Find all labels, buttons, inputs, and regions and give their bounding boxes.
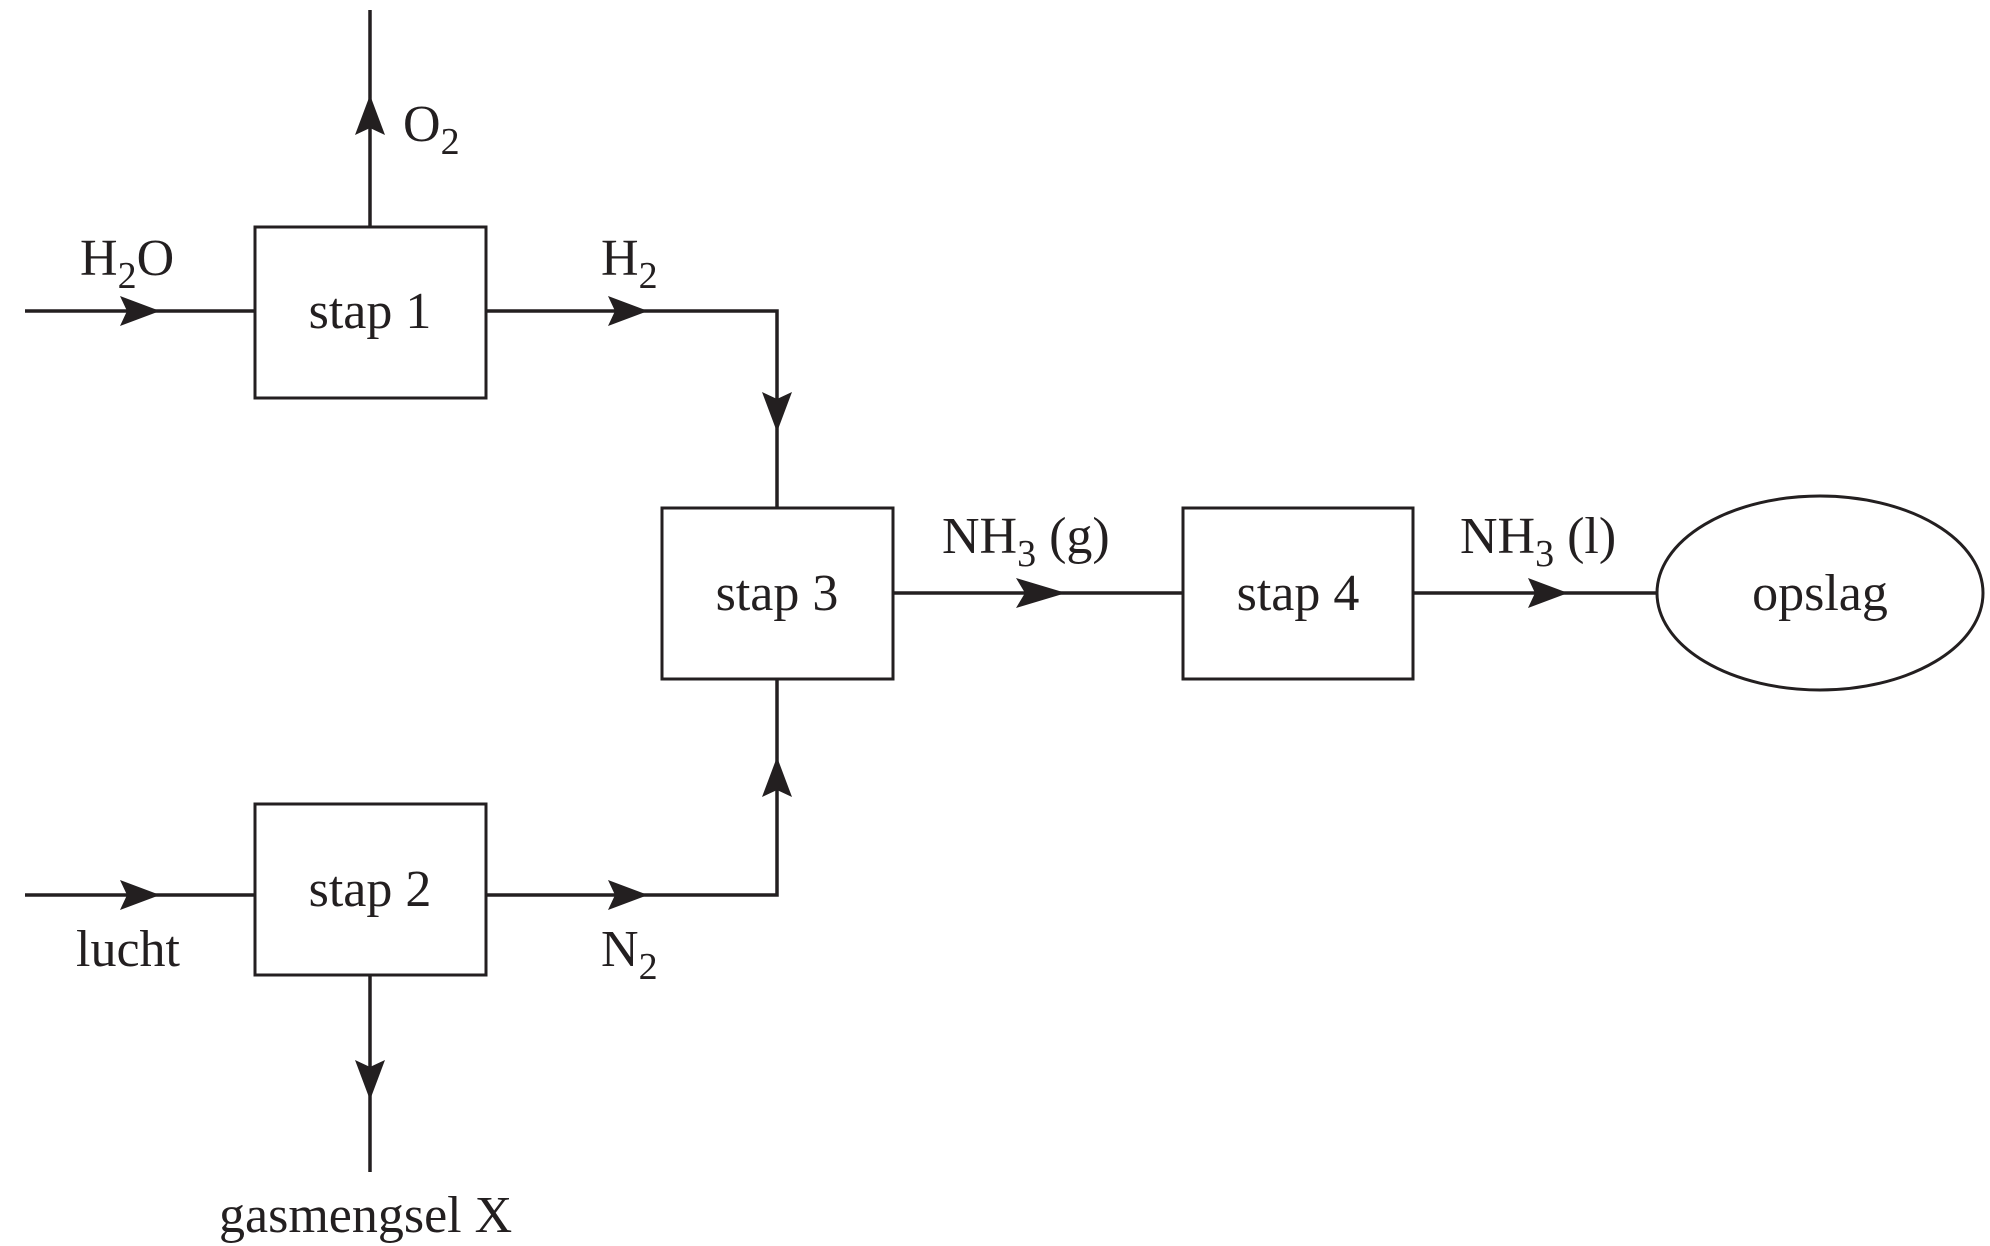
step-4-label: stap 4 — [1237, 565, 1360, 622]
ammonia-gas-label: NH3 (g) — [942, 508, 1110, 575]
oxygen-output-label: O2 — [403, 96, 460, 163]
step-1-label: stap 1 — [309, 283, 432, 340]
water-input-arrow-icon — [120, 296, 160, 326]
water-input-label: H2O — [80, 230, 174, 297]
air-input-label: lucht — [76, 921, 181, 978]
hydrogen-down-arrow-icon — [762, 392, 792, 432]
gas-mixture-output-arrow-icon — [355, 1060, 385, 1100]
hydrogen-line — [486, 309, 779, 508]
step-4-box: stap 4 — [1181, 506, 1415, 681]
ammonia-liquid-arrow-icon — [1528, 578, 1568, 608]
oxygen-output-arrow-icon — [355, 95, 385, 135]
storage-label: opslag — [1752, 565, 1888, 622]
nitrogen-arrow-icon — [608, 880, 648, 910]
step-2-label: stap 2 — [309, 861, 432, 918]
nitrogen-line — [486, 679, 779, 897]
storage-node: opslag — [1655, 494, 1985, 692]
step-1-box: stap 1 — [253, 225, 488, 400]
air-input-arrow-icon — [120, 880, 160, 910]
step-3-label: stap 3 — [716, 565, 839, 622]
gas-mixture-output-label: gasmengsel X — [219, 1187, 512, 1244]
nitrogen-up-arrow-icon — [762, 757, 792, 797]
step-3-box: stap 3 — [660, 506, 895, 681]
step-2-box: stap 2 — [253, 802, 488, 977]
ammonia-gas-arrow-icon — [1016, 578, 1066, 608]
hydrogen-arrow-icon — [608, 296, 648, 326]
nitrogen-label: N2 — [601, 921, 658, 988]
ammonia-liquid-label: NH3 (l) — [1460, 508, 1616, 575]
hydrogen-label: H2 — [601, 230, 658, 297]
